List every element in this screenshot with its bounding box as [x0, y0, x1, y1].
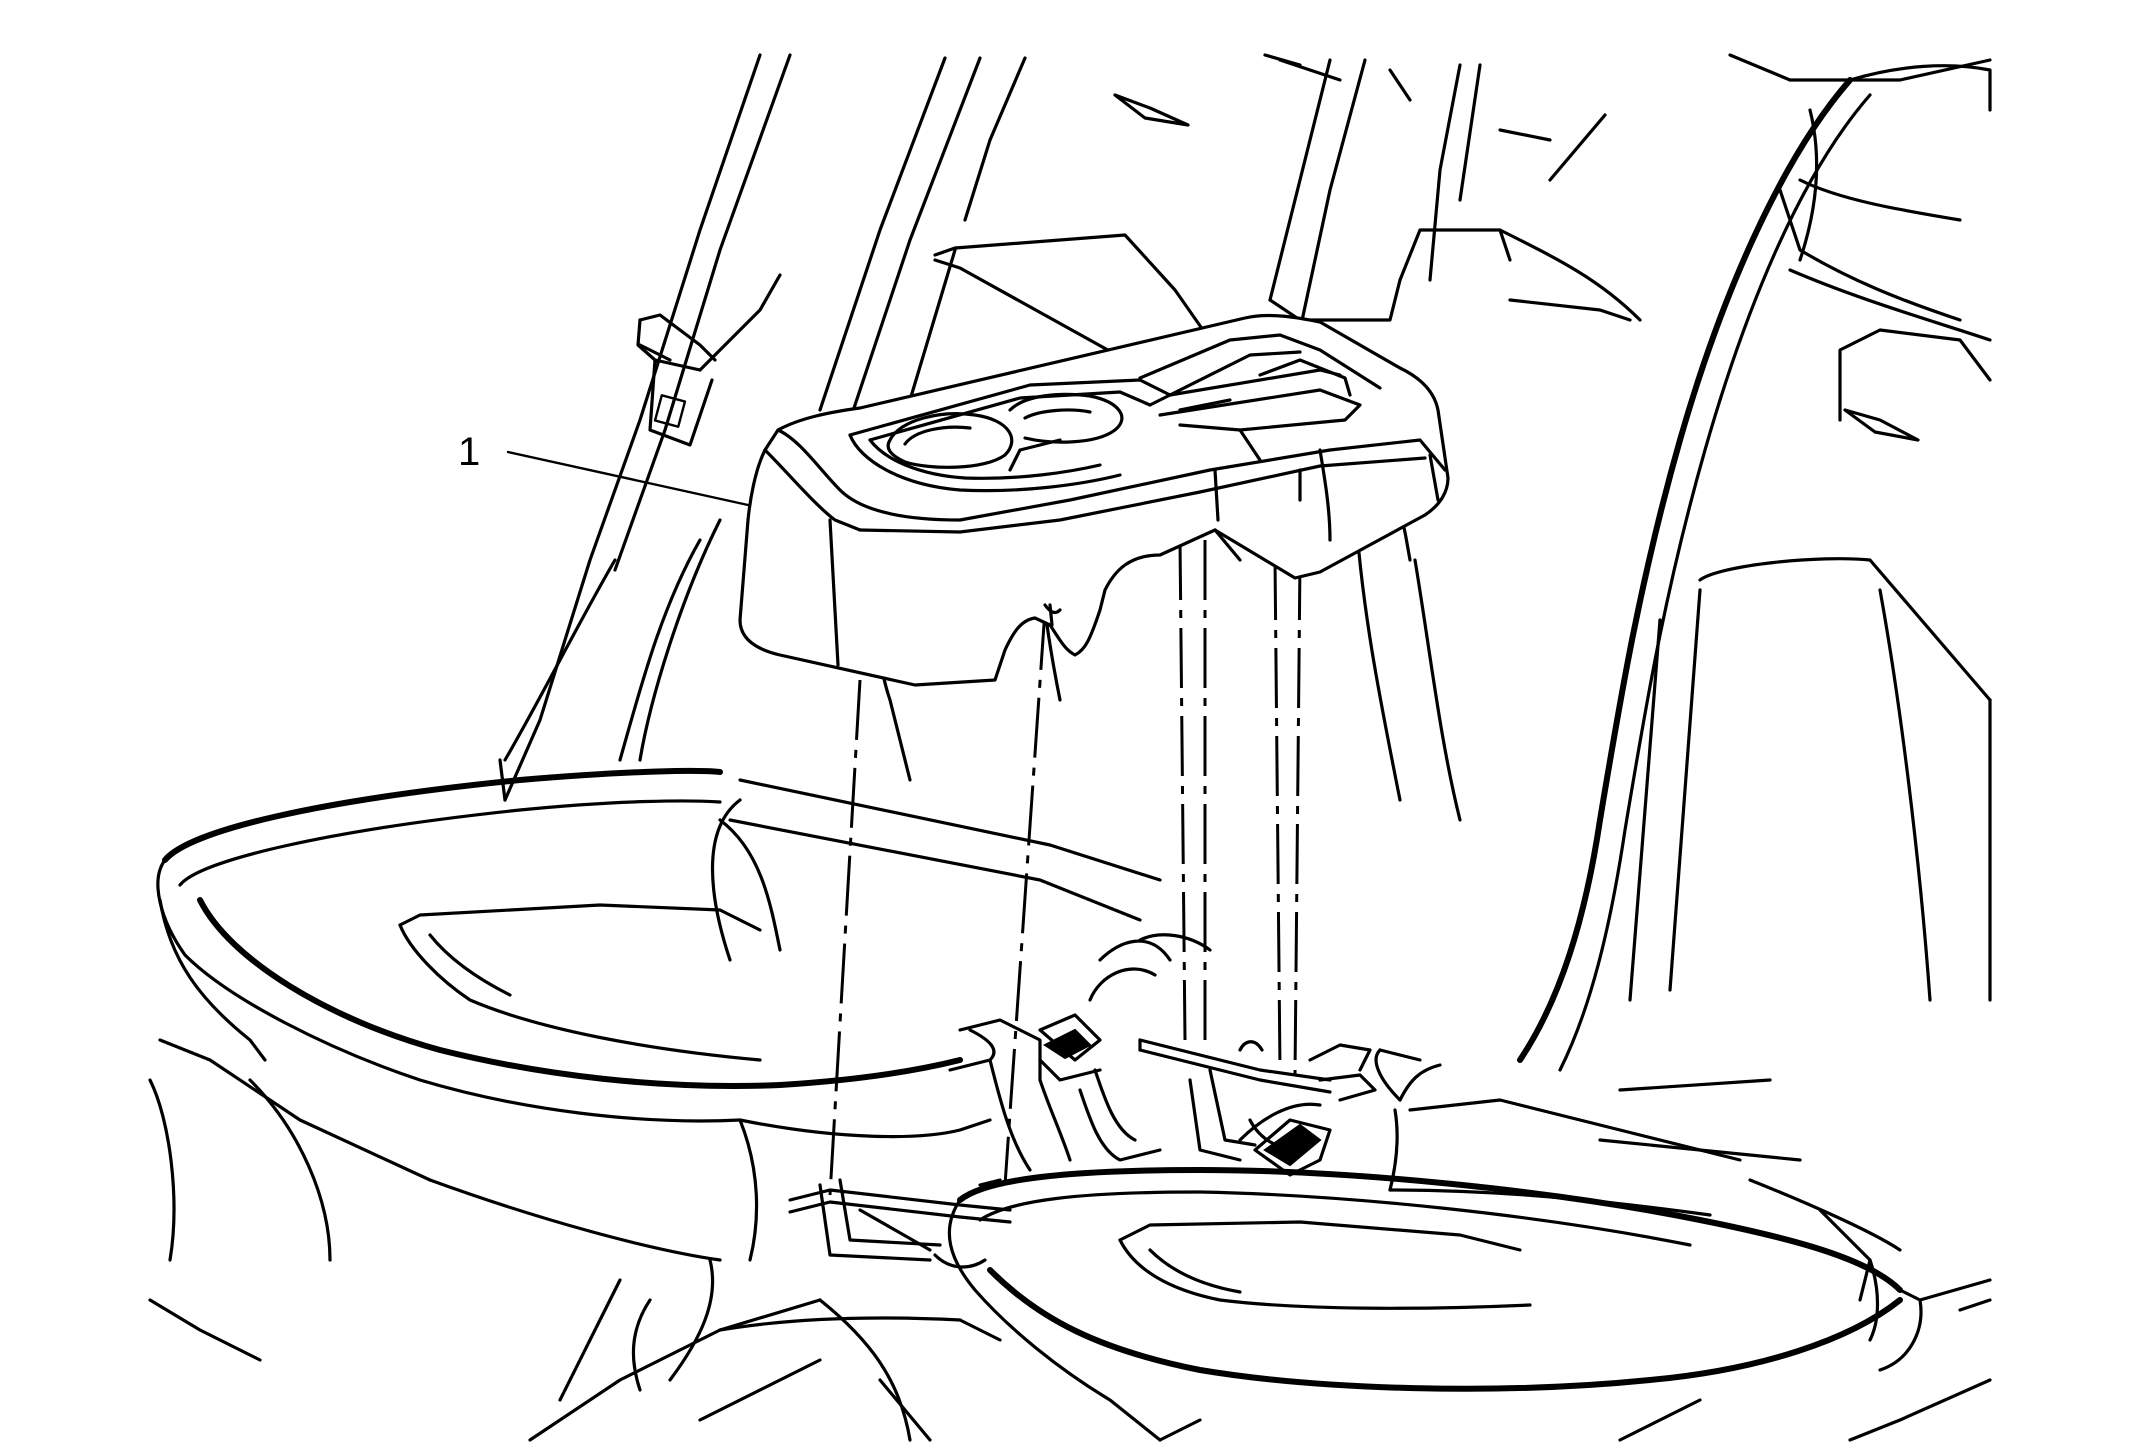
callout-leader-line — [506, 450, 750, 507]
rear-seat-armrest-assembly — [738, 313, 1450, 687]
left-seat-cushion — [148, 767, 1002, 1442]
seatbelt-latch — [636, 273, 782, 447]
center-seatbelt-buckles — [1038, 1013, 1377, 1177]
right-seat-back — [1268, 53, 1992, 822]
callout-number: 1 — [458, 430, 480, 474]
callout-1: 1 — [458, 430, 750, 507]
right-seat-cushion — [947, 1048, 1992, 1442]
seat-trim-marks — [1113, 53, 1920, 442]
center-floor-lines — [728, 778, 1212, 1172]
installation-guide-lines — [828, 539, 1302, 1196]
armrest-mounting-bracket — [788, 1038, 1332, 1269]
front-right-seat — [1517, 64, 1992, 1302]
